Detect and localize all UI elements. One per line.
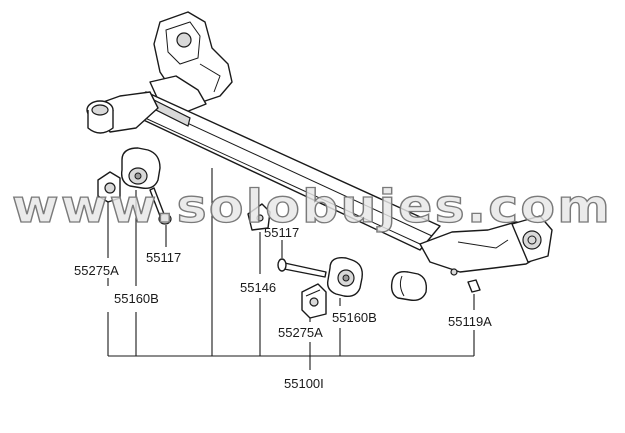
left-bracket-55275A <box>97 171 121 203</box>
mid-bushing-55160B <box>326 257 363 298</box>
label-55146: 55146 <box>240 280 276 295</box>
label-55160B-mid: 55160B <box>332 310 377 325</box>
part-labels: 55275A 55160B 55117 55117 55146 55275A 5… <box>74 225 492 391</box>
bolt-55119A <box>467 279 481 293</box>
upper-mount-bracket <box>149 11 233 113</box>
label-55117-left: 55117 <box>146 250 181 265</box>
label-55160B-left: 55160B <box>114 291 159 306</box>
bracket-55146 <box>247 203 271 231</box>
left-bolt-55117 <box>149 187 172 225</box>
label-55119A: 55119A <box>448 314 492 329</box>
right-trailing-arm <box>390 215 553 302</box>
left-trailing-arm <box>86 91 159 134</box>
leader-lines <box>107 168 475 370</box>
left-bushing-55160B <box>120 147 161 190</box>
mid-bolt-55117 <box>277 258 327 278</box>
label-55275A-mid: 55275A <box>278 325 323 340</box>
label-55100I-assembly: 55100I <box>284 376 324 391</box>
label-55117-mid: 55117 <box>264 225 299 240</box>
mid-bracket-55275A <box>301 283 327 319</box>
label-55275A-left: 55275A <box>74 263 119 278</box>
watermark-text: www.solobujes.com <box>12 180 612 233</box>
